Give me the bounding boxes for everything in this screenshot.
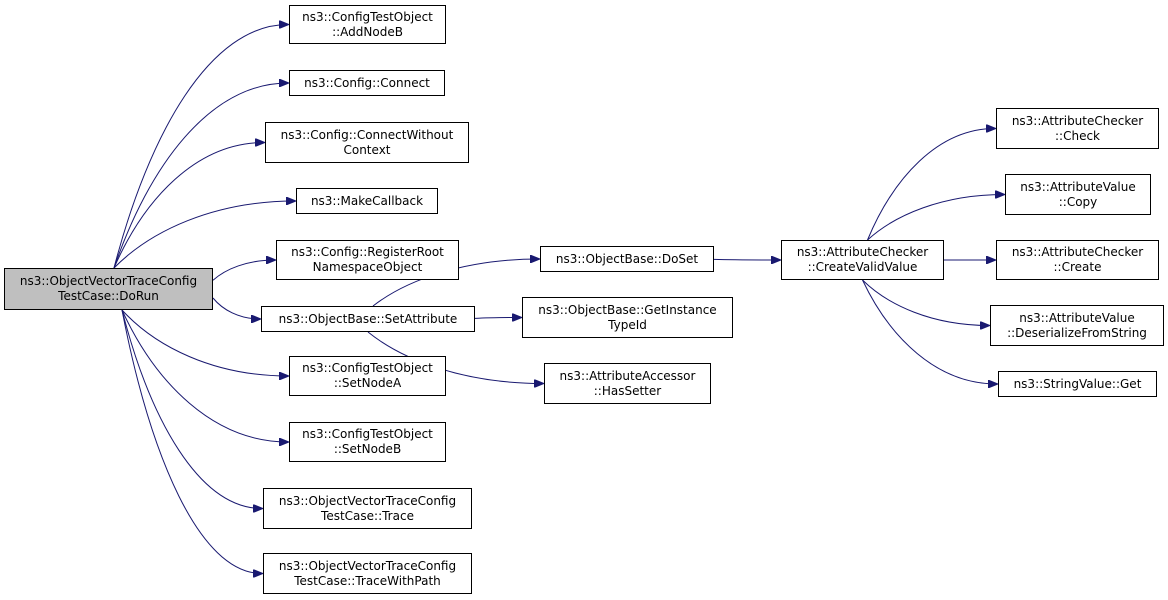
node-line-1: ns3::ObjectVectorTraceConfig bbox=[278, 493, 457, 508]
node-line-2: TestCase::TraceWithPath bbox=[294, 573, 441, 588]
node-line-1: ns3::ObjectBase::GetInstance bbox=[538, 302, 717, 317]
node-line-1: ns3::ConfigTestObject bbox=[302, 9, 433, 24]
node-config-connect[interactable]: ns3::Config::Connect bbox=[289, 70, 445, 96]
edge-root-to-add_node_b bbox=[113, 25, 288, 269]
edge-root-to-connect_without_context bbox=[113, 143, 264, 269]
node-line-2: ::Copy bbox=[1058, 194, 1098, 209]
edge-set_attribute-to-get_instance_type_id bbox=[474, 318, 521, 319]
edge-create_valid_value-to-copy bbox=[867, 195, 1005, 241]
node-attribute-checker-create[interactable]: ns3::AttributeChecker ::Create bbox=[996, 240, 1159, 280]
node-line-2: ::HasSetter bbox=[593, 383, 662, 398]
node-config-register-root-namespace-object[interactable]: ns3::Config::RegisterRoot NamespaceObjec… bbox=[276, 240, 459, 280]
node-object-vector-trace-config-test-case-trace[interactable]: ns3::ObjectVectorTraceConfig TestCase::T… bbox=[263, 488, 472, 529]
edge-create_valid_value-to-deserialize bbox=[862, 279, 990, 326]
node-line-2: Context bbox=[343, 142, 391, 157]
edge-root-to-trace bbox=[121, 309, 262, 509]
node-line-1: ns3::AttributeChecker bbox=[1011, 113, 1144, 128]
edge-root-to-connect bbox=[113, 83, 288, 269]
edge-root-to-set_node_b bbox=[121, 309, 288, 442]
node-object-vector-trace-config-test-case-trace-with-path[interactable]: ns3::ObjectVectorTraceConfig TestCase::T… bbox=[263, 553, 472, 594]
node-line-2: TypeId bbox=[608, 317, 647, 332]
node-config-connect-without-context[interactable]: ns3::Config::ConnectWithout Context bbox=[265, 122, 469, 163]
node-line-1: ns3::Config::Connect bbox=[304, 75, 430, 90]
node-line-2: ::Check bbox=[1055, 128, 1100, 143]
node-line-2: TestCase::Trace bbox=[321, 508, 414, 523]
edge-root-to-set_attribute bbox=[212, 297, 260, 319]
node-line-1: ns3::StringValue::Get bbox=[1013, 376, 1142, 391]
node-object-vector-trace-config-test-case-do-run: ns3::ObjectVectorTraceConfig TestCase::D… bbox=[4, 268, 213, 310]
node-line-2: ::SetNodeB bbox=[333, 442, 402, 456]
node-string-value-get[interactable]: ns3::StringValue::Get bbox=[998, 371, 1157, 397]
node-config-test-object-set-node-a[interactable]: ns3::ConfigTestObject ::SetNodeA bbox=[289, 356, 446, 396]
node-attribute-checker-create-valid-value[interactable]: ns3::AttributeChecker ::CreateValidValue bbox=[781, 240, 944, 280]
edge-root-to-trace_with_path bbox=[121, 309, 262, 574]
node-object-base-do-set[interactable]: ns3::ObjectBase::DoSet bbox=[540, 246, 714, 272]
node-line-2: ::SetNodeA bbox=[333, 376, 402, 390]
node-line-1: ns3::AttributeValue bbox=[1019, 310, 1135, 325]
edge-create_valid_value-to-check bbox=[867, 129, 996, 241]
node-config-test-object-add-node-b[interactable]: ns3::ConfigTestObject ::AddNodeB bbox=[289, 5, 446, 44]
node-line-2: ::AddNodeB bbox=[332, 24, 403, 39]
node-line-1: ns3::ObjectVectorTraceConfig bbox=[19, 274, 198, 288]
node-line-1: ns3::Config::RegisterRoot bbox=[291, 245, 444, 259]
node-line-1: ns3::ObjectBase::SetAttribute bbox=[278, 311, 458, 326]
node-attribute-checker-check[interactable]: ns3::AttributeChecker ::Check bbox=[996, 108, 1159, 149]
node-line-2: TestCase::DoRun bbox=[58, 289, 159, 303]
edge-create_valid_value-to-string_get bbox=[862, 279, 998, 384]
node-line-1: ns3::AttributeAccessor bbox=[559, 368, 696, 383]
node-make-callback[interactable]: ns3::MakeCallback bbox=[296, 188, 438, 214]
node-line-1: ns3::ObjectBase::DoSet bbox=[555, 251, 699, 266]
node-attribute-value-deserialize-from-string[interactable]: ns3::AttributeValue ::DeserializeFromStr… bbox=[990, 305, 1164, 346]
node-line-1: ns3::Config::ConnectWithout bbox=[280, 127, 454, 142]
edge-root-to-register_root bbox=[212, 260, 275, 281]
node-object-base-set-attribute[interactable]: ns3::ObjectBase::SetAttribute bbox=[261, 306, 475, 332]
node-line-1: ns3::MakeCallback bbox=[310, 193, 424, 208]
node-line-2: ::CreateValidValue bbox=[807, 260, 918, 274]
edge-root-to-make_callback bbox=[113, 201, 295, 269]
node-line-2: ::DeserializeFromString bbox=[1007, 325, 1147, 340]
edge-root-to-set_node_a bbox=[121, 309, 288, 376]
node-line-1: ns3::ConfigTestObject bbox=[302, 361, 433, 375]
node-config-test-object-set-node-b[interactable]: ns3::ConfigTestObject ::SetNodeB bbox=[289, 422, 446, 462]
node-line-1: ns3::AttributeValue bbox=[1020, 179, 1136, 194]
edge-do_set-to-create_valid_value bbox=[713, 259, 780, 260]
node-line-1: ns3::ObjectVectorTraceConfig bbox=[278, 558, 457, 573]
node-line-2: ::Create bbox=[1053, 260, 1102, 274]
node-line-2: NamespaceObject bbox=[312, 260, 423, 274]
node-attribute-value-copy[interactable]: ns3::AttributeValue ::Copy bbox=[1005, 174, 1151, 215]
node-object-base-get-instance-type-id[interactable]: ns3::ObjectBase::GetInstance TypeId bbox=[522, 297, 733, 338]
node-line-1: ns3::AttributeChecker bbox=[796, 245, 929, 259]
node-attribute-accessor-has-setter[interactable]: ns3::AttributeAccessor ::HasSetter bbox=[544, 363, 711, 404]
node-line-1: ns3::ConfigTestObject bbox=[302, 427, 433, 441]
node-line-1: ns3::AttributeChecker bbox=[1011, 245, 1144, 259]
